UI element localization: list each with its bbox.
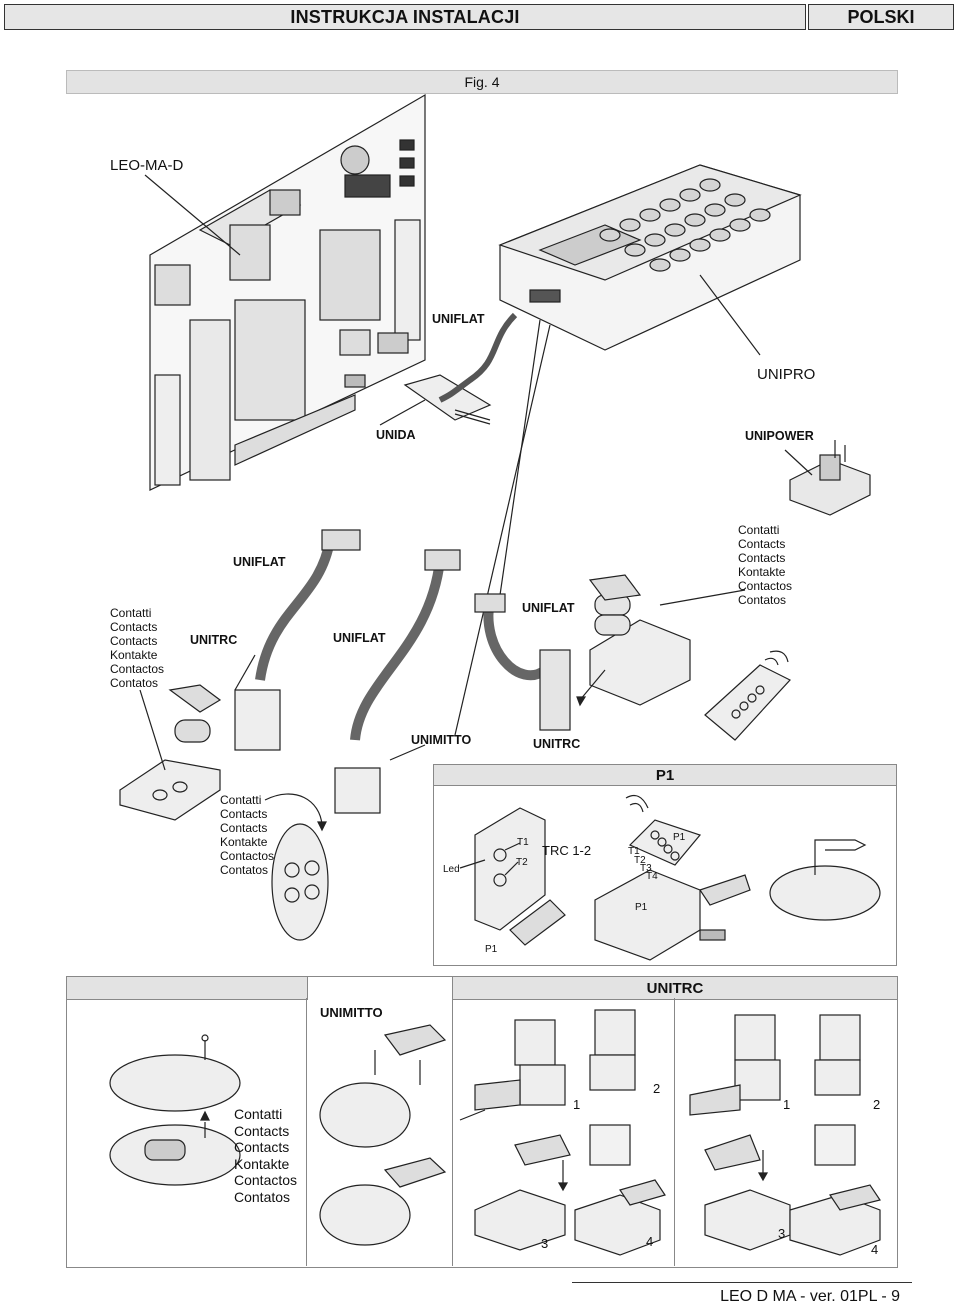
p1-panel-title: P1 <box>433 764 897 786</box>
contacts-list-bottom: Contatti Contacts Contacts Kontakte Cont… <box>234 1106 297 1205</box>
contacts-list-left: Contatti Contacts Contacts Kontakte Cont… <box>110 606 164 690</box>
unipro-programmer-illustration <box>498 164 802 351</box>
p1-panel <box>433 764 897 966</box>
unipower-plug-illustration <box>784 440 871 516</box>
p1-detail-illustration <box>459 795 881 961</box>
label-t4-remote: T4 <box>646 871 658 882</box>
column-divider <box>306 998 307 1266</box>
contacts-entry: Contacts <box>110 634 158 648</box>
label-leo-ma-d: LEO-MA-D <box>110 157 184 174</box>
contacts-list-upper-right: Contatti Contacts Contacts Kontakte Cont… <box>738 523 792 607</box>
label-t1: T1 <box>517 837 529 848</box>
column-divider <box>452 998 453 1266</box>
contacts-entry: Contactos <box>234 1172 298 1188</box>
four-button-remote-illustration <box>704 650 791 741</box>
contacts-entry: Contatti <box>234 1106 283 1122</box>
label-p1-remote: P1 <box>673 832 686 843</box>
label-trc: TRC 1-2 <box>542 843 592 858</box>
label-unipower: UNIPOWER <box>745 429 814 443</box>
label-unida: UNIDA <box>376 428 416 442</box>
step-number: 4 <box>871 1242 879 1257</box>
contacts-entry: Kontakte <box>738 565 786 579</box>
label-p1-module: P1 <box>635 902 648 913</box>
document-title: INSTRUKCJA INSTALACJI <box>4 4 806 30</box>
contacts-entry: Kontakte <box>220 835 268 849</box>
contacts-entry: Kontakte <box>234 1155 290 1172</box>
label-t1-remote: T1 <box>628 846 640 857</box>
contacts-entry: Contatti <box>220 793 262 807</box>
unitrc-assembly-illustration <box>459 1009 881 1256</box>
contacts-entry: Contacts <box>234 1122 290 1139</box>
language-label: POLSKI <box>808 4 954 30</box>
contacts-entry: Contacts <box>110 620 158 634</box>
label-uniflat-b: UNIFLAT <box>333 631 386 645</box>
remote-control-illustration <box>264 793 329 941</box>
label-t2: T2 <box>516 857 528 868</box>
unida-connector-illustration <box>403 374 492 425</box>
assembly-panel-left-header <box>66 976 308 1000</box>
unimitto-module-illustration <box>334 744 426 814</box>
unimitto-assembly-illustration <box>109 1024 447 1246</box>
label-led: Led <box>443 864 460 875</box>
page-footer: LEO D MA - ver. 01PL - 9 <box>720 1288 900 1305</box>
label-unipro: UNIPRO <box>757 366 816 383</box>
contacts-entry: Contatti <box>110 606 152 620</box>
unimitto-panel-title: UNIMITTO <box>320 1005 383 1020</box>
label-uniflat-c: UNIFLAT <box>522 601 575 615</box>
label-t2-remote: T2 <box>634 855 646 866</box>
assembly-panel <box>66 976 898 1268</box>
label-uniflat-a: UNIFLAT <box>233 555 286 569</box>
contacts-entry: Contacts <box>220 821 268 835</box>
contacts-entry: Kontakte <box>110 648 158 662</box>
contacts-entry: Contatos <box>220 863 269 877</box>
label-p1-bottom: P1 <box>485 944 498 955</box>
contacts-entry: Contacts <box>738 537 786 551</box>
unitrc-receiver-illustration <box>119 654 281 821</box>
contacts-entry: Contacts <box>234 1139 290 1155</box>
contacts-entry: Contactos <box>738 579 793 593</box>
page-header: INSTRUKCJA INSTALACJI POLSKI <box>4 4 954 30</box>
contacts-entry: Contacts <box>738 551 786 565</box>
step-number: 3 <box>778 1226 786 1241</box>
battery-receiver-illustration <box>539 574 746 731</box>
step-number: 2 <box>653 1081 661 1096</box>
label-uniflat-top: UNIFLAT <box>432 312 485 326</box>
label-unitrc-mid: UNITRC <box>533 737 581 751</box>
figure-caption: Fig. 4 <box>66 70 898 94</box>
step-number: 3 <box>541 1236 549 1251</box>
contacts-entry: Contatos <box>738 593 787 607</box>
contacts-entry: Contactos <box>110 662 165 676</box>
contacts-entry: Contatti <box>738 523 780 537</box>
unitrc-panel-title: UNITRC <box>452 976 898 1000</box>
contacts-list-middle: Contatti Contacts Contacts Kontakte Cont… <box>220 793 274 877</box>
step-number: 1 <box>783 1097 791 1112</box>
label-unitrc-left: UNITRC <box>190 633 238 647</box>
step-number: 2 <box>873 1097 881 1112</box>
contacts-entry: Contacts <box>220 807 268 821</box>
label-t3-remote: T3 <box>640 863 652 874</box>
step-number: 4 <box>646 1234 654 1249</box>
step-number: 1 <box>573 1097 581 1112</box>
contacts-entry: Contatos <box>234 1188 291 1205</box>
contacts-entry: Contactos <box>220 849 275 863</box>
column-divider <box>674 998 675 1266</box>
footer-rule <box>572 1282 912 1283</box>
label-unimitto-mid: UNIMITTO <box>411 733 472 747</box>
contacts-entry: Contatos <box>110 676 159 690</box>
